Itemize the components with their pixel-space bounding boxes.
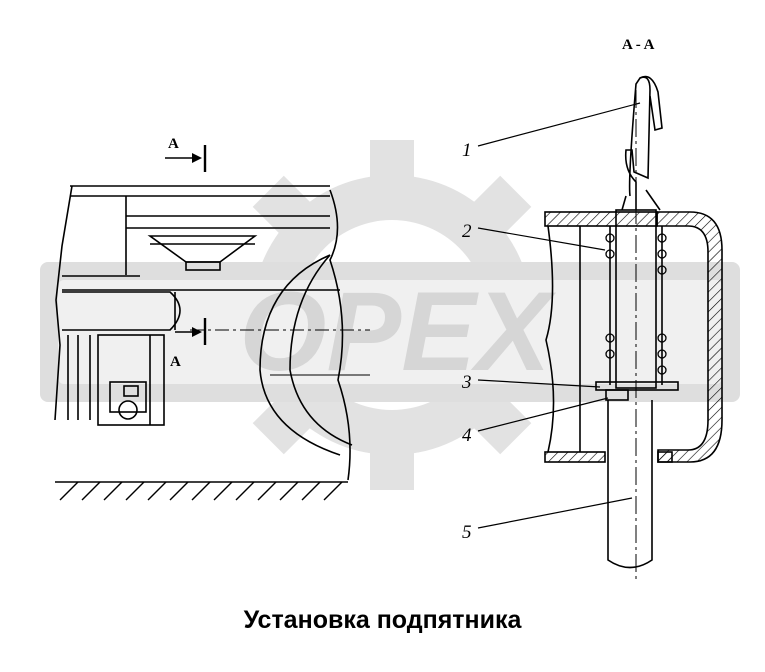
callout-1: 1 <box>462 140 472 161</box>
section-aa-view <box>544 75 723 580</box>
section-letter-bottom: A <box>170 354 181 370</box>
callout-labels: 1 2 3 4 5 <box>461 140 472 543</box>
callout-2: 2 <box>462 221 472 242</box>
section-marker-top: A <box>165 136 207 172</box>
figure-caption: Установка подпятника <box>243 606 522 634</box>
callout-3: 3 <box>461 372 472 393</box>
leader-lines <box>477 102 641 529</box>
section-header: A - A <box>622 37 655 53</box>
watermark-logo: OPEX <box>40 140 740 490</box>
section-letter-top: A <box>168 136 179 152</box>
callout-4: 4 <box>462 425 472 446</box>
callout-5: 5 <box>462 522 472 543</box>
section-marker-bottom: A <box>170 318 207 370</box>
vehicle-side-view <box>54 185 370 501</box>
